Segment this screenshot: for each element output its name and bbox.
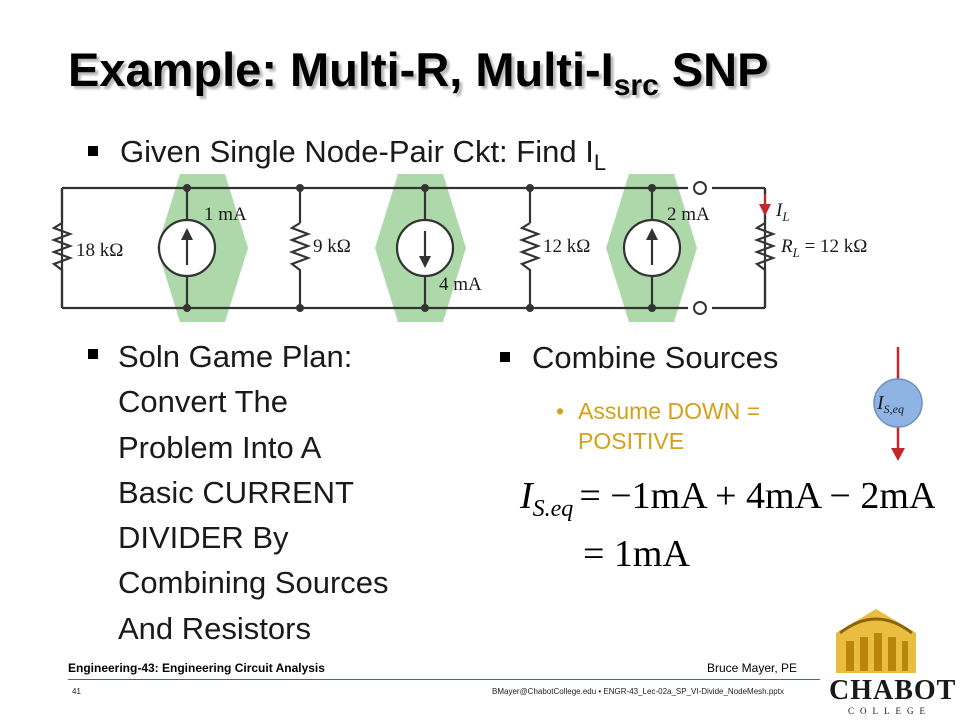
current-source-4ma bbox=[395, 218, 455, 278]
equation-lhs: I bbox=[519, 475, 535, 517]
resistor-9k-label: 9 kΩ bbox=[313, 236, 351, 257]
node-dot bbox=[296, 184, 304, 192]
equivalent-source-subscript: S,eq bbox=[884, 402, 904, 416]
node-dot bbox=[648, 184, 656, 192]
equivalent-source-symbol: I bbox=[876, 392, 885, 414]
node-dot bbox=[526, 304, 534, 312]
given-subscript: L bbox=[593, 150, 607, 175]
node-dot bbox=[648, 304, 656, 312]
load-resistor-subscript: L bbox=[792, 245, 800, 260]
node-dot bbox=[183, 184, 191, 192]
node-dot bbox=[421, 304, 429, 312]
assume-line: POSITIVE bbox=[578, 428, 685, 454]
equivalent-source-circle bbox=[873, 378, 923, 428]
combine-heading: Combine Sources bbox=[532, 340, 779, 375]
load-resistor-label: RL = 12 kΩ bbox=[780, 236, 867, 260]
title-main: Example: Multi-R, Multi-I bbox=[68, 43, 614, 96]
assume-text: Assume DOWN = POSITIVE bbox=[578, 396, 858, 456]
equation-rhs-1: = −1mA + 4mA − 2mA bbox=[579, 475, 935, 517]
current-source-1ma bbox=[157, 218, 217, 278]
load-resistor-symbol: R bbox=[780, 236, 793, 257]
equivalent-source-label: IS,eq bbox=[876, 392, 904, 416]
title-subscript: src bbox=[613, 69, 659, 102]
plan-line: Basic CURRENT bbox=[118, 474, 354, 510]
slide-title: Example: Multi-R, Multi-Isrc SNP bbox=[68, 42, 768, 103]
equivalent-source-diagram: IS,eq bbox=[873, 347, 923, 461]
plan-line: Convert The bbox=[118, 384, 289, 420]
resistor-12k-label: 12 kΩ bbox=[543, 236, 590, 257]
resistor-18k-label: 18 kΩ bbox=[76, 240, 123, 261]
dot-bullet-icon: • bbox=[556, 398, 565, 424]
current-source-2ma bbox=[622, 218, 682, 278]
load-current-label: IL bbox=[775, 200, 790, 224]
square-bullet-icon bbox=[500, 351, 510, 362]
node-dot bbox=[183, 304, 191, 312]
plan-line: DIVIDER By bbox=[118, 520, 289, 556]
source-2ma-label: 2 mA bbox=[667, 204, 710, 225]
plan-line: Combining Sources bbox=[118, 565, 389, 601]
chabot-logo-icon bbox=[828, 603, 924, 675]
combine-bullet: Combine Sources bbox=[500, 340, 778, 376]
resistor-9k bbox=[288, 222, 312, 273]
equation: IS.eq= −1mA + 4mA − 2mA = 1mA bbox=[519, 475, 935, 575]
resistor-12k bbox=[518, 222, 542, 273]
resistor-load bbox=[753, 222, 777, 308]
logo-subtitle: COLLEGE bbox=[848, 706, 931, 716]
footer-divider bbox=[68, 679, 820, 680]
load-current-symbol: I bbox=[775, 200, 784, 221]
source-1ma-label: 1 mA bbox=[204, 204, 247, 225]
assume-line: Assume DOWN = bbox=[578, 398, 761, 424]
footer-file-info: BMayer@ChabotCollege.edu • ENGR-43_Lec-0… bbox=[492, 687, 784, 696]
node-dot bbox=[526, 184, 534, 192]
plan-text: Soln Game Plan: Convert The Problem Into… bbox=[118, 334, 468, 651]
equation-rhs-2: = 1mA bbox=[583, 533, 690, 575]
circuit-diagram: 18 kΩ 9 kΩ 12 kΩ RL = 12 kΩ 1 mA 4 mA 2 … bbox=[50, 174, 867, 322]
footer-course: Engineering-43: Engineering Circuit Anal… bbox=[68, 661, 325, 675]
plan-line: And Resistors bbox=[118, 610, 311, 646]
load-current-subscript: L bbox=[781, 209, 789, 224]
square-bullet-icon bbox=[88, 349, 98, 359]
resistor-18k bbox=[50, 222, 74, 308]
square-bullet-icon bbox=[88, 145, 98, 156]
equation-lhs-subscript: S.eq bbox=[533, 496, 574, 522]
logo-name: CHABOT bbox=[829, 675, 957, 706]
open-terminal bbox=[693, 181, 707, 195]
slide-number: 41 bbox=[72, 687, 81, 696]
footer-author: Bruce Mayer, PE bbox=[707, 661, 798, 675]
equation-line-1: IS.eq= −1mA + 4mA − 2mA bbox=[519, 475, 935, 522]
load-current-arrow-icon bbox=[759, 204, 771, 216]
node-dot bbox=[296, 304, 304, 312]
open-terminal bbox=[693, 301, 707, 315]
node-dot bbox=[421, 184, 429, 192]
given-bullet: Given Single Node-Pair Ckt: Find IL bbox=[88, 134, 606, 176]
plan-line: Problem Into A bbox=[118, 429, 322, 465]
title-tail: SNP bbox=[658, 43, 769, 96]
down-arrow-icon bbox=[891, 448, 905, 461]
load-resistor-value: = 12 kΩ bbox=[800, 236, 868, 257]
given-text: Given Single Node-Pair Ckt: Find I bbox=[120, 134, 594, 169]
source-4ma-label: 4 mA bbox=[439, 274, 482, 295]
plan-line: Soln Game Plan: bbox=[118, 339, 353, 374]
